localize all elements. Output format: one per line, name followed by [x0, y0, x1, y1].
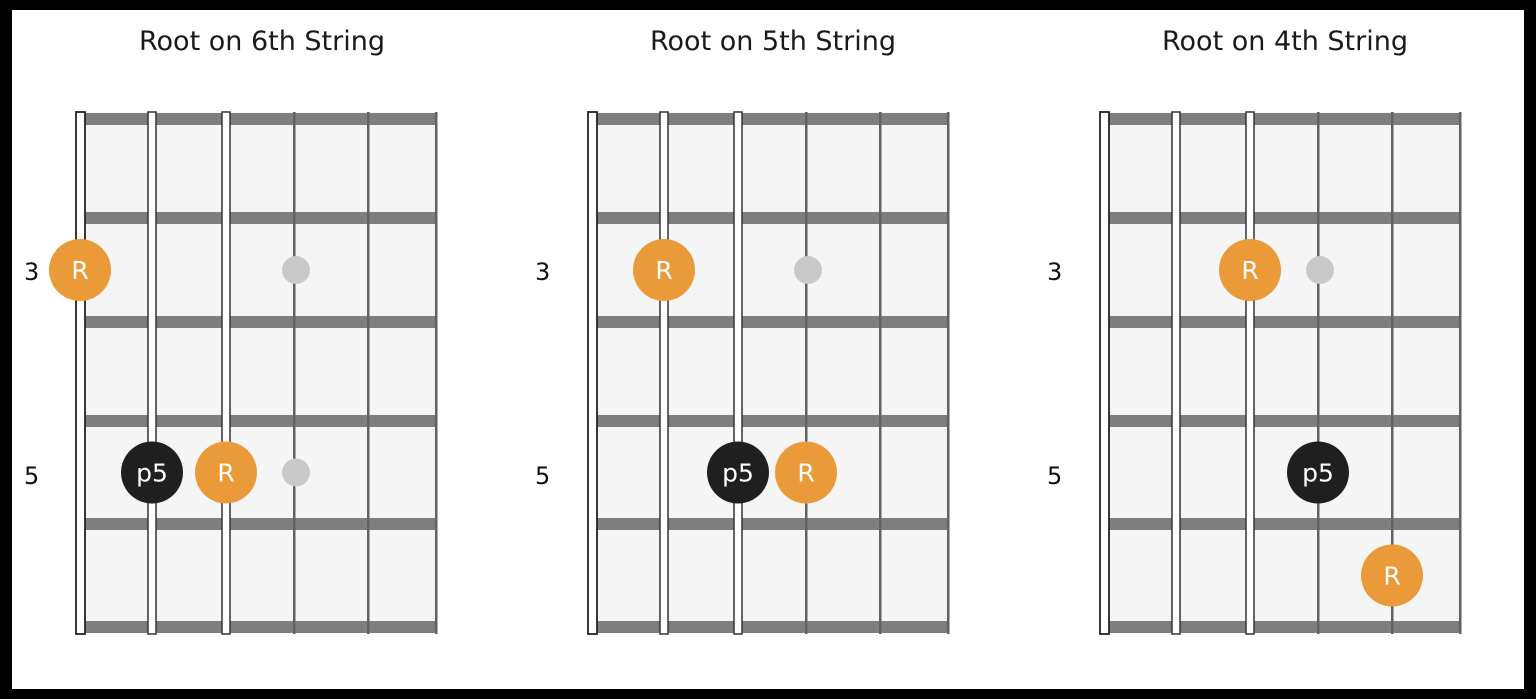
- string-line: [733, 111, 743, 635]
- fret-wire: [80, 316, 436, 328]
- root-note-dot: [195, 441, 257, 504]
- fret-wire: [1104, 415, 1460, 427]
- note-label: p5: [136, 459, 168, 488]
- diagram-title: Root on 6th String: [138, 26, 385, 57]
- fret-wire: [592, 212, 948, 224]
- fret-wire: [592, 621, 948, 633]
- string-line: [147, 111, 157, 635]
- string-line: [1391, 112, 1394, 634]
- string-line: [879, 112, 882, 634]
- string-line: [947, 112, 950, 634]
- fret-wire: [1104, 621, 1460, 633]
- note-label: R: [1241, 256, 1258, 285]
- string-line: [659, 111, 669, 635]
- root-note-dot: [1361, 544, 1423, 607]
- fret-wire: [592, 316, 948, 328]
- note-label: R: [655, 256, 672, 285]
- diagram-title: Root on 4th String: [1161, 26, 1408, 57]
- root-note-dot: [633, 239, 695, 301]
- fret-marker-dot: [282, 256, 310, 284]
- note-label: p5: [1302, 459, 1334, 488]
- root-note-dot: [1219, 239, 1281, 301]
- note-label: R: [1383, 562, 1400, 591]
- fifth-note-dot: [121, 441, 183, 504]
- note-label: R: [71, 256, 88, 285]
- string-line: [293, 112, 296, 634]
- fretboard-background: [592, 112, 948, 632]
- nut: [587, 111, 598, 635]
- fret-number-label: 3: [535, 258, 551, 286]
- root-note-dot: [775, 441, 837, 504]
- nut: [75, 111, 86, 635]
- note-label: R: [797, 459, 814, 488]
- fret-wire: [592, 113, 948, 125]
- fretboard-background: [1104, 112, 1460, 632]
- string-line: [221, 111, 231, 635]
- fret-wire: [592, 415, 948, 427]
- diagram-title: Root on 5th String: [649, 26, 896, 57]
- fret-wire: [80, 518, 436, 530]
- string-line: [367, 112, 370, 634]
- string-line: [1459, 112, 1462, 634]
- string-line: [1171, 111, 1181, 635]
- fret-wire: [1104, 316, 1460, 328]
- fret-marker-dot: [794, 256, 822, 284]
- fret-wire: [80, 415, 436, 427]
- string-line: [1317, 112, 1320, 634]
- fret-wire: [1104, 518, 1460, 530]
- fret-wire: [1104, 212, 1460, 224]
- string-line: [1245, 111, 1255, 635]
- fretboard-background: [80, 112, 436, 632]
- fret-wire: [80, 621, 436, 633]
- fifth-note-dot: [707, 441, 769, 504]
- fret-wire: [80, 212, 436, 224]
- fret-number-label: 5: [535, 462, 551, 490]
- fret-wire: [592, 518, 948, 530]
- note-label: R: [217, 459, 234, 488]
- fret-marker-dot: [1306, 256, 1334, 284]
- string-line: [805, 112, 808, 634]
- fret-wire: [1104, 113, 1460, 125]
- fret-number-label: 3: [1047, 258, 1063, 286]
- string-line: [435, 112, 438, 634]
- fifth-note-dot: [1287, 441, 1349, 504]
- fret-number-label: 3: [24, 258, 40, 286]
- fret-marker-dot: [282, 458, 310, 487]
- fret-wire: [80, 113, 436, 125]
- fret-number-label: 5: [1047, 462, 1063, 490]
- nut: [1099, 111, 1110, 635]
- fret-number-label: 5: [24, 462, 40, 490]
- root-note-dot: [49, 239, 111, 301]
- note-label: p5: [722, 459, 754, 488]
